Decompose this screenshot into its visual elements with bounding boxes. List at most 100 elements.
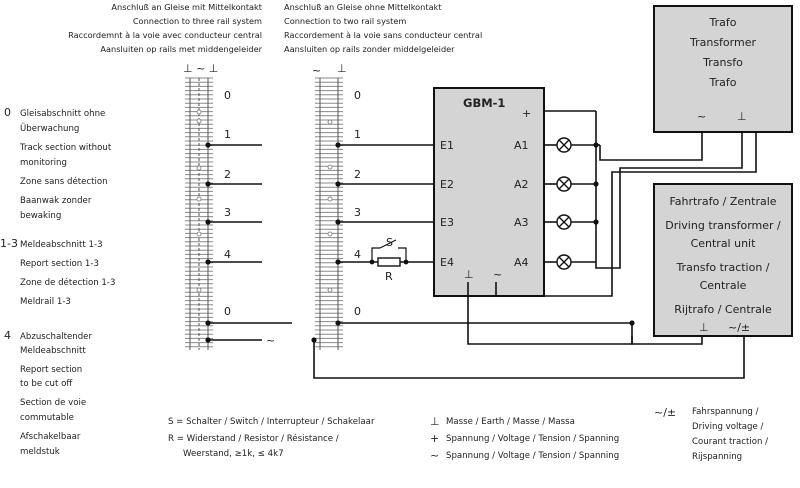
header-left-line: Anschluß an Gleise mit Mittelkontakt: [111, 2, 262, 12]
isolator-mark: [327, 231, 333, 237]
label-line: to be cut off: [20, 379, 73, 389]
wire-central-earth-link: [631, 336, 703, 345]
wire-gbm-ac: [495, 132, 757, 297]
legend-drive-line: Rijspanning: [692, 452, 742, 462]
switch-lead-left: [371, 247, 380, 262]
legend-plus: Spannung / Voltage / Tension / Spanning: [446, 434, 619, 444]
lamp-icon: [556, 254, 572, 270]
label-report-num: 1-3: [0, 237, 18, 250]
gbm-title: GBM-1: [463, 96, 505, 110]
label-line: Track section without: [19, 143, 112, 153]
gbm-plus: +: [522, 107, 531, 120]
lamp-icon: [556, 176, 572, 192]
trafo-line: Trafo: [709, 76, 737, 89]
header-right-line: Raccordement à la voie sans conducteur c…: [284, 30, 482, 40]
two-rail-earth: ⊥: [337, 62, 347, 75]
gbm-input: E3: [440, 216, 454, 229]
connection-dot: [335, 320, 341, 326]
connection-dot: [335, 259, 341, 265]
isolator-mark: [196, 165, 202, 171]
trafo-tilde: ~: [697, 110, 706, 123]
legend-resistor-value: Weerstand, ≥1k, ≤ 4k7: [183, 449, 284, 459]
label-line: Abzuschaltender: [20, 332, 92, 342]
lamp-icon: [556, 214, 572, 230]
central-line: Central unit: [691, 237, 757, 250]
trafo-line: Trafo: [709, 16, 737, 29]
gbm-tilde: ~: [493, 268, 502, 281]
three-rail-track: [185, 77, 213, 350]
gbm-output: A2: [514, 178, 529, 191]
label-line: Afschakelbaar: [20, 432, 81, 442]
label-line: Meldeabschnitt: [20, 346, 86, 356]
label-cut-num: 4: [4, 329, 11, 342]
central-tilde-plus: ~/±: [728, 321, 750, 334]
central-line: Transfo traction /: [675, 261, 769, 274]
label-group-zero: 0 Gleisabschnitt ohne Überwachung Track …: [4, 106, 112, 221]
connection-dot: [205, 142, 211, 148]
header-left-line: Raccordemnt à la voie avec conducteur ce…: [68, 30, 262, 40]
switch-lead-right: [398, 247, 407, 262]
header-right-line: Connection to two rail system: [284, 16, 406, 26]
gbm-input: E2: [440, 178, 454, 191]
track-number: 4: [354, 248, 361, 261]
resistor-label: R: [385, 270, 393, 283]
gbm-module: GBM-1 + E1 E2 E3 E4 A1 A2 A3 A4 ⊥ ~: [433, 87, 545, 297]
legend-tilde: Spannung / Voltage / Tension / Spanning: [446, 451, 619, 461]
wire-trafo-ac: [599, 132, 703, 161]
connection-dot: [369, 259, 375, 265]
label-line: Report section: [20, 365, 82, 375]
trafo-box: [653, 5, 793, 133]
three-rail-wires: ~: [205, 142, 292, 347]
header-three-rail: Anschluß an Gleise mit Mittelkontakt Con…: [68, 2, 263, 54]
connection-dot: [205, 259, 211, 265]
isolator-mark: [196, 109, 202, 115]
track-number: 1: [354, 128, 361, 141]
legend-plus-symbol: +: [430, 432, 439, 445]
switch-label: S: [386, 236, 393, 249]
track-number: 4: [224, 248, 231, 261]
legend-drive-line: Courant traction /: [692, 437, 768, 447]
label-line: Baanwak zonder: [20, 196, 92, 206]
trafo-line: Transfo: [702, 56, 743, 69]
central-line: Centrale: [700, 279, 747, 292]
three-rail-symbol: ⊥ ~ ⊥: [183, 62, 218, 75]
track-number: 0: [354, 89, 361, 102]
legend-drive-line: Fahrspannung /: [692, 407, 759, 417]
gbm-output: A1: [514, 139, 529, 152]
connection-dot: [205, 181, 211, 187]
header-right-line: Anschluß an Gleise ohne Mittelkontakt: [284, 2, 442, 12]
header-left-line: Connection to three rail system: [133, 16, 262, 26]
track-number: 0: [224, 305, 231, 318]
gbm-input: E1: [440, 139, 454, 152]
ac-symbol: ~: [266, 334, 275, 347]
label-line: commutable: [20, 413, 74, 423]
section-isolators: [196, 109, 333, 293]
two-rail-track: [315, 77, 343, 350]
gbm-earth: ⊥: [464, 268, 474, 281]
wire-trafo-earth-return: [595, 132, 743, 269]
connection-dot: [335, 219, 341, 225]
track-number: 2: [354, 168, 361, 181]
label-line: monitoring: [20, 158, 67, 168]
trafo-module: Trafo Transformer Transfo Trafo ~ ⊥: [653, 5, 793, 133]
connection-dot: [403, 259, 409, 265]
legend-drive-symbol: ~/±: [654, 406, 676, 419]
label-zero-num: 0: [4, 106, 11, 119]
legend-resistor: R = Widerstand / Resistor / Résistance /: [168, 433, 339, 444]
trafo-earth: ⊥: [737, 110, 747, 123]
gbm-input: E4: [440, 256, 454, 269]
isolator-mark: [327, 119, 333, 125]
trafo-line: Transformer: [689, 36, 756, 49]
isolator-mark: [327, 196, 333, 202]
output-lamps: [544, 110, 599, 270]
label-line: Zone de détection 1-3: [20, 277, 115, 288]
isolator-mark: [196, 287, 202, 293]
legend-drive-line: Driving voltage /: [692, 422, 763, 432]
legend-earth-symbol: ⊥: [430, 415, 440, 428]
connection-dot: [335, 181, 341, 187]
lamp-icon: [556, 137, 572, 153]
central-box: [653, 183, 793, 337]
legend-earth: Masse / Earth / Masse / Massa: [446, 417, 575, 427]
isolator-mark: [196, 196, 202, 202]
isolator-mark: [196, 231, 202, 237]
